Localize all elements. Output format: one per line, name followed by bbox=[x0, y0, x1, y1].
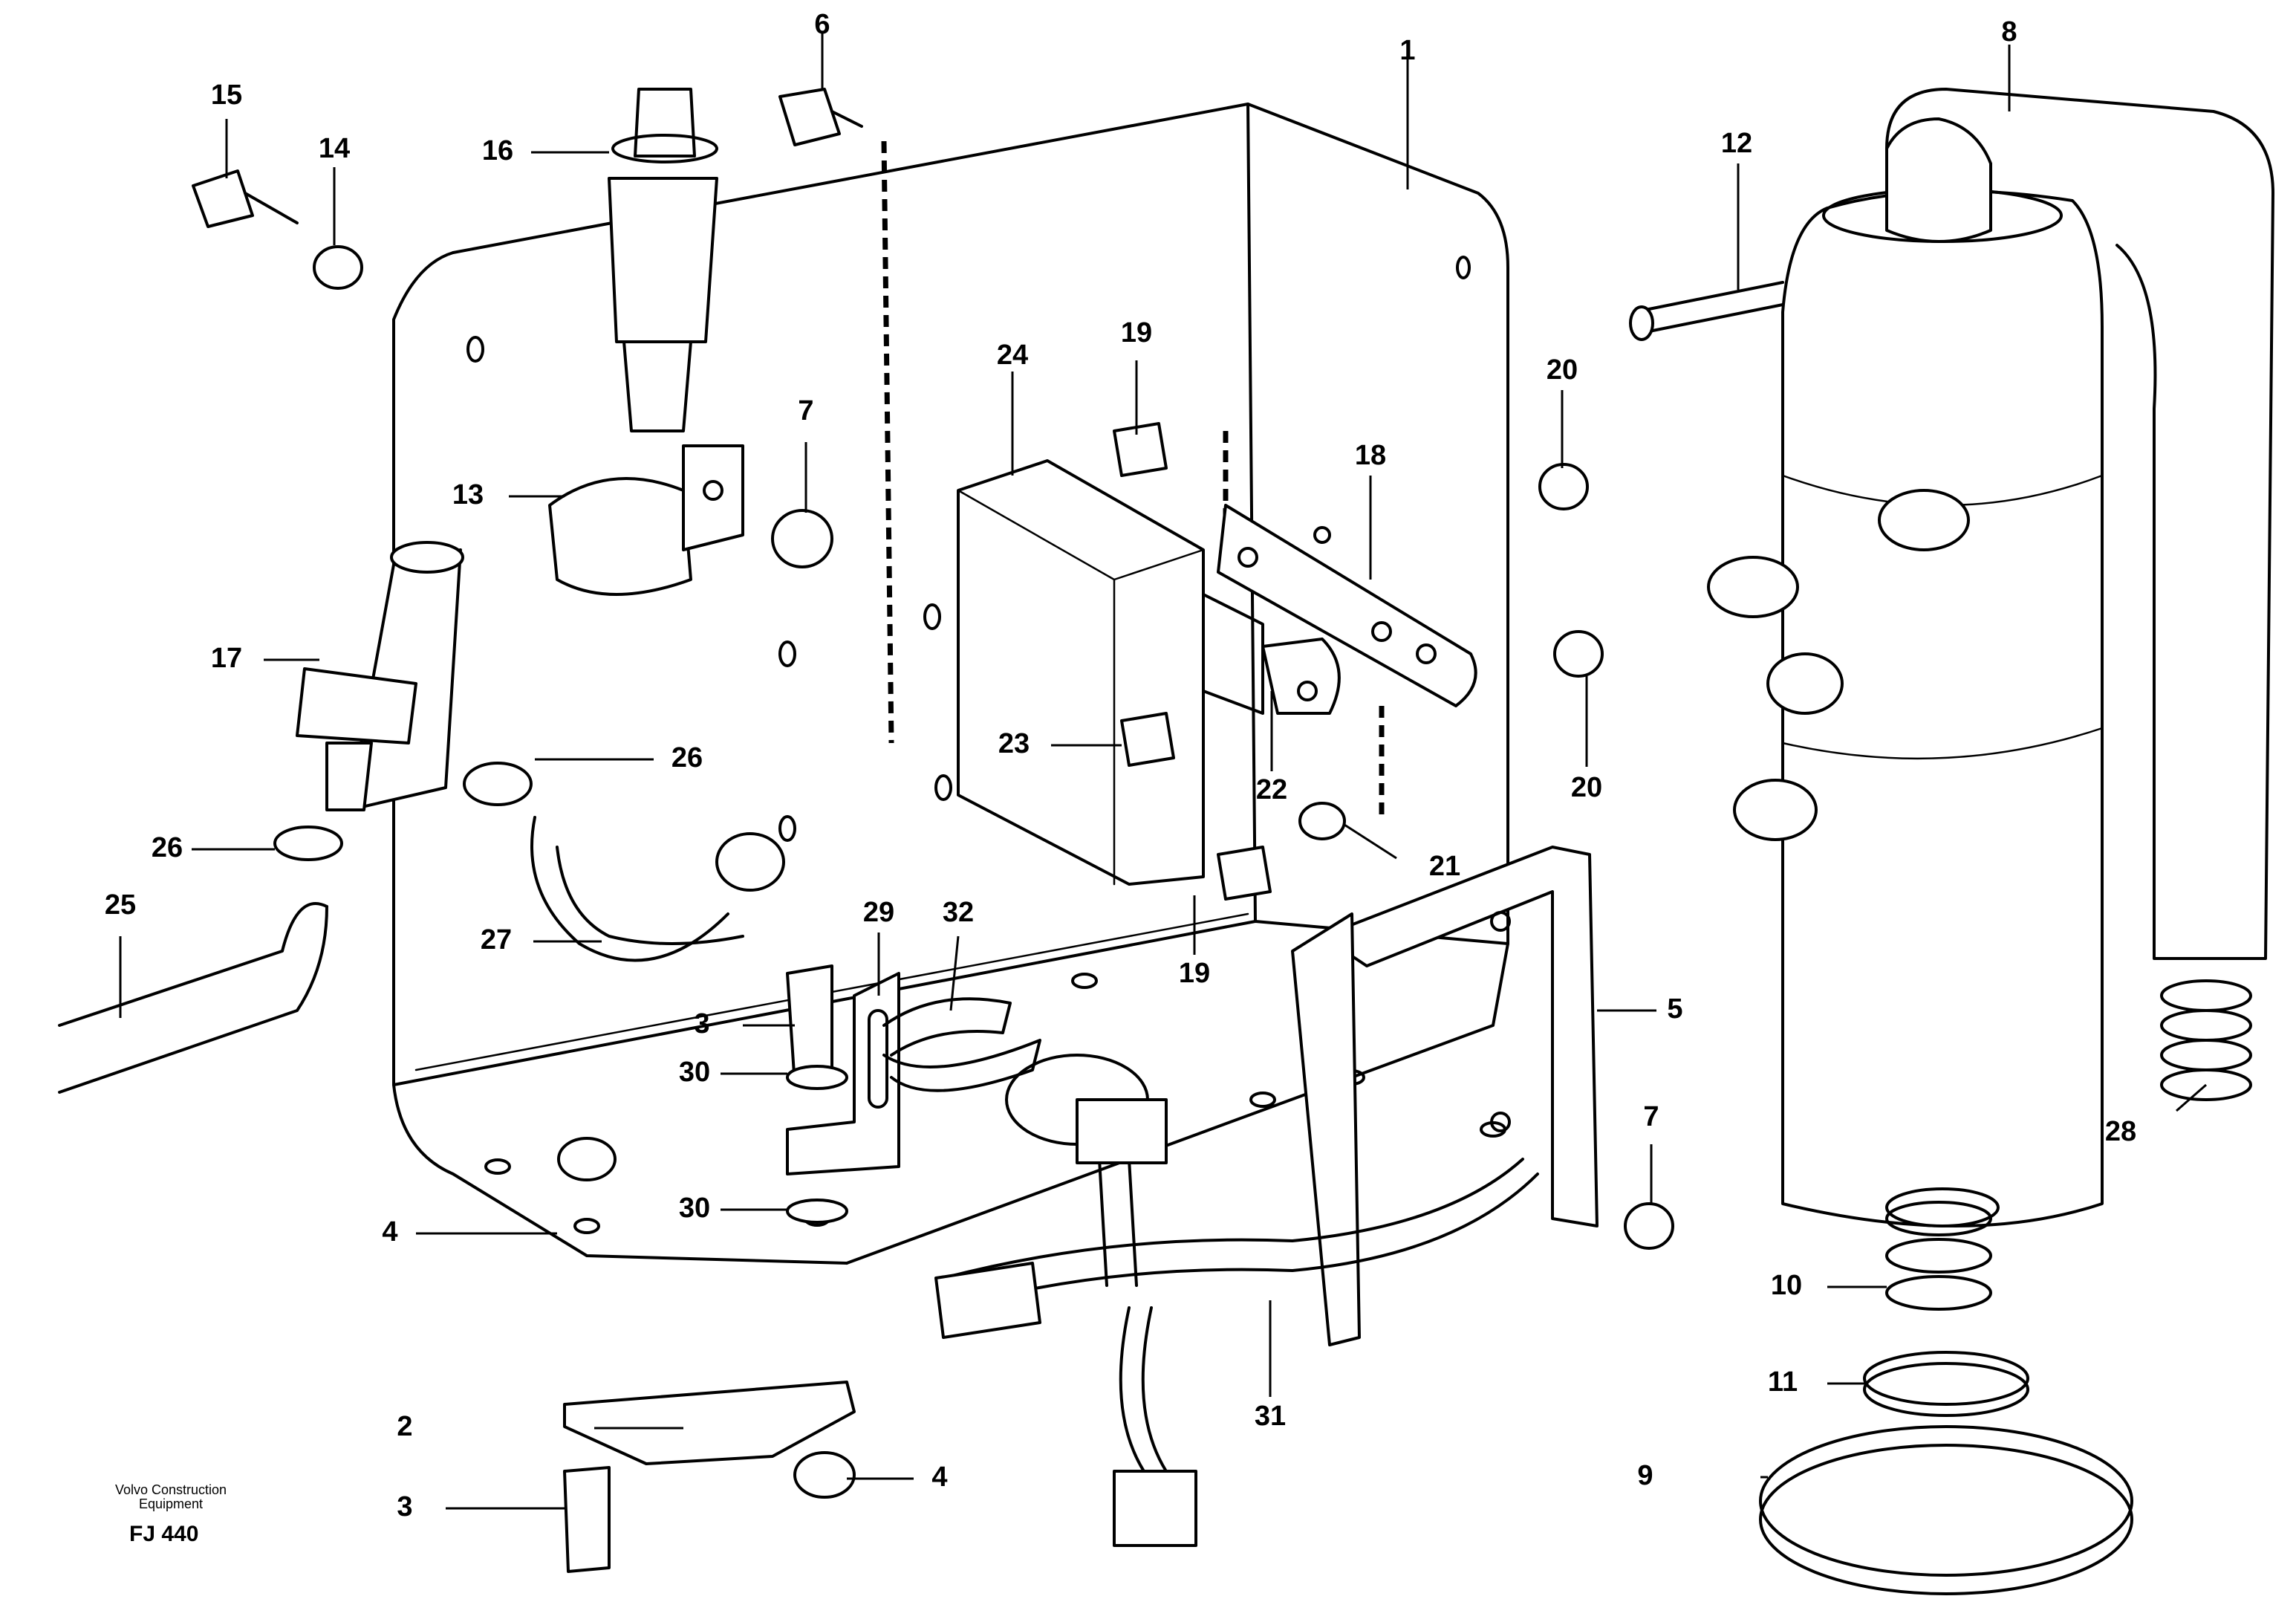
callout-12: 12 bbox=[1721, 128, 1752, 159]
clamp bbox=[1759, 1425, 2133, 1595]
plate-hole bbox=[1071, 973, 1098, 989]
brand-line-1: Volvo Construction bbox=[114, 1482, 227, 1497]
callout-32: 32 bbox=[943, 897, 974, 928]
callout-1: 1 bbox=[1399, 35, 1415, 66]
screw bbox=[1120, 712, 1175, 767]
callout-6: 6 bbox=[814, 9, 830, 40]
callout-26-left: 26 bbox=[152, 832, 183, 863]
hose-27 bbox=[556, 846, 744, 945]
plate-hole bbox=[484, 1158, 511, 1175]
callout-5: 5 bbox=[1667, 993, 1682, 1025]
callout-14: 14 bbox=[319, 133, 350, 164]
hose-clamp bbox=[715, 832, 785, 892]
plate-hole bbox=[1456, 256, 1471, 279]
callout-23: 23 bbox=[998, 728, 1030, 759]
plate-hole bbox=[466, 336, 484, 363]
bolt bbox=[563, 1466, 611, 1573]
nut bbox=[557, 1137, 617, 1181]
washer bbox=[313, 245, 363, 290]
bracket-five bbox=[1291, 846, 1599, 1346]
callout-25: 25 bbox=[105, 889, 136, 921]
callout-2: 2 bbox=[397, 1411, 412, 1442]
washer bbox=[786, 1199, 848, 1224]
wiring-harness bbox=[934, 1098, 1539, 1547]
heater-cylinder bbox=[1629, 88, 2274, 1227]
spring bbox=[2160, 979, 2252, 1101]
callout-24: 24 bbox=[997, 340, 1028, 371]
hose-clamp bbox=[463, 762, 533, 806]
screw bbox=[1217, 846, 1272, 901]
callout-4-left: 4 bbox=[382, 1216, 397, 1248]
callout-26-upper: 26 bbox=[671, 742, 703, 773]
clamp bbox=[1863, 1351, 2029, 1417]
callout-29: 29 bbox=[863, 897, 894, 928]
callout-30-lower: 30 bbox=[679, 1193, 710, 1224]
brand-line-2: Equipment bbox=[138, 1496, 204, 1511]
callout-15: 15 bbox=[211, 80, 242, 111]
connector-plug bbox=[1076, 1098, 1168, 1164]
callout-17: 17 bbox=[211, 643, 242, 674]
switch-holder bbox=[548, 444, 744, 596]
callout-3-upper: 3 bbox=[694, 1008, 709, 1039]
callout-18: 18 bbox=[1355, 440, 1386, 471]
callout-8: 8 bbox=[2001, 16, 2017, 48]
plate-hole bbox=[573, 1218, 600, 1234]
cover-plate bbox=[563, 1381, 856, 1465]
hose-25 bbox=[58, 902, 328, 1027]
callout-16: 16 bbox=[482, 135, 513, 166]
callout-30-upper: 30 bbox=[679, 1057, 710, 1088]
alignment-line bbox=[881, 140, 894, 744]
nut bbox=[1624, 1202, 1674, 1250]
callout-7-upper: 7 bbox=[798, 395, 813, 426]
control-unit bbox=[957, 459, 1264, 886]
callout-31: 31 bbox=[1255, 1401, 1286, 1432]
plate-hole bbox=[778, 640, 796, 667]
hose-25 bbox=[58, 905, 328, 1094]
callout-19-lower: 19 bbox=[1179, 958, 1210, 989]
bolt bbox=[192, 169, 299, 228]
bracket-plate bbox=[1217, 504, 1477, 715]
connector-plug bbox=[1113, 1470, 1197, 1547]
nut bbox=[793, 1451, 856, 1499]
hose-end bbox=[1629, 305, 1654, 341]
cable-holder bbox=[786, 972, 1041, 1175]
nut bbox=[1538, 463, 1589, 510]
callout-28: 28 bbox=[2105, 1116, 2136, 1147]
drawing-code: FJ 440 bbox=[129, 1522, 199, 1546]
connector-plug bbox=[934, 1262, 1041, 1339]
hose-clamp bbox=[273, 826, 343, 861]
callout-22: 22 bbox=[1256, 774, 1287, 805]
nut bbox=[771, 509, 833, 568]
callout-19-upper: 19 bbox=[1121, 317, 1152, 348]
nut bbox=[1553, 630, 1604, 678]
hose-27 bbox=[530, 816, 729, 962]
callout-3-lower: 3 bbox=[397, 1491, 412, 1522]
plate-hole bbox=[1249, 1092, 1276, 1108]
callout-10: 10 bbox=[1771, 1270, 1802, 1301]
callout-4-right: 4 bbox=[931, 1462, 947, 1493]
screw bbox=[1113, 422, 1168, 477]
callout-21: 21 bbox=[1429, 851, 1460, 882]
plate-hole bbox=[934, 774, 952, 801]
callout-20-upper: 20 bbox=[1547, 354, 1578, 386]
callout-20-lower: 20 bbox=[1571, 772, 1602, 803]
callout-11: 11 bbox=[1768, 1366, 1798, 1398]
callout-13: 13 bbox=[452, 479, 484, 510]
washer bbox=[786, 1065, 848, 1090]
callout-9: 9 bbox=[1637, 1460, 1653, 1491]
pressure-switch bbox=[608, 88, 718, 432]
washer bbox=[1298, 802, 1346, 840]
callout-7-lower: 7 bbox=[1643, 1101, 1659, 1132]
callout-27: 27 bbox=[481, 924, 512, 956]
bolt bbox=[778, 88, 863, 146]
plate-hole bbox=[923, 603, 941, 630]
plate-hole bbox=[778, 815, 796, 842]
circulation-pump bbox=[296, 541, 464, 811]
spring bbox=[1885, 1201, 1992, 1311]
